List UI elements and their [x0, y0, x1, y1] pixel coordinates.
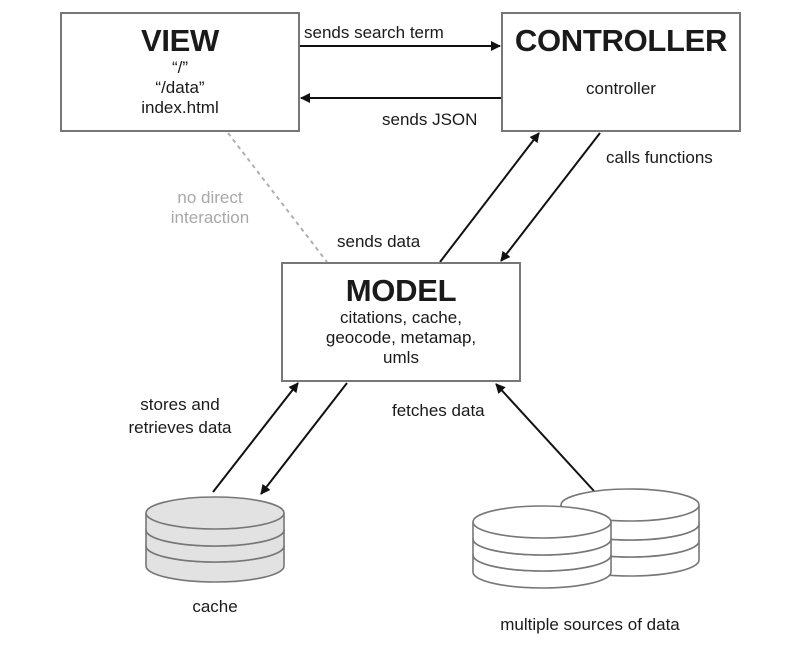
- view-route-root: “/”: [171, 58, 189, 77]
- cache-caption: cache: [192, 597, 238, 616]
- arrow-model-to-controller: [439, 132, 540, 263]
- data-source-front-database-icon: [472, 505, 612, 589]
- controller-box: CONTROLLER controller: [501, 12, 741, 132]
- no-direct-interaction-line-2: interaction: [170, 208, 250, 227]
- edge-label-sends-data: sends data: [337, 232, 421, 251]
- no-direct-interaction-line-1: no direct: [177, 188, 243, 207]
- arrow-sources-to-model: [495, 383, 595, 492]
- edge-label-fetches-data: fetches data: [392, 401, 485, 420]
- view-title: VIEW: [140, 23, 220, 58]
- edge-label-no-direct-interaction: no direct interaction: [150, 188, 270, 228]
- view-route-data: “/data”: [155, 78, 205, 97]
- model-modules-line-2: geocode, metamap,: [325, 328, 477, 347]
- arrow-cache-to-model: [212, 382, 299, 493]
- model-title: MODEL: [345, 273, 457, 308]
- arrow-controller-to-model: [500, 132, 601, 262]
- view-template-file: index.html: [141, 98, 219, 117]
- sources-caption: multiple sources of data: [500, 615, 680, 634]
- model-modules-line-1: citations, cache,: [340, 308, 462, 327]
- stores-line-1: stores and: [140, 395, 220, 414]
- view-box: VIEW “/” “/data” index.html: [60, 12, 300, 132]
- cache-database-icon: [145, 496, 285, 583]
- edge-label-sends-json: sends JSON: [382, 110, 478, 129]
- dashed-line-view-model: [227, 132, 328, 263]
- edge-label-calls-functions: calls functions: [606, 148, 713, 167]
- stores-line-2: retrieves data: [128, 418, 232, 437]
- model-box: MODEL citations, cache, geocode, metamap…: [281, 262, 521, 382]
- arrow-model-to-cache: [260, 382, 348, 495]
- controller-title: CONTROLLER: [514, 23, 728, 58]
- controller-module-name: controller: [586, 79, 656, 98]
- model-modules-line-3: umls: [383, 348, 419, 367]
- edge-label-sends-search-term: sends search term: [304, 23, 444, 42]
- edge-label-stores-and-retrieves-data: stores and retrieves data: [110, 393, 250, 439]
